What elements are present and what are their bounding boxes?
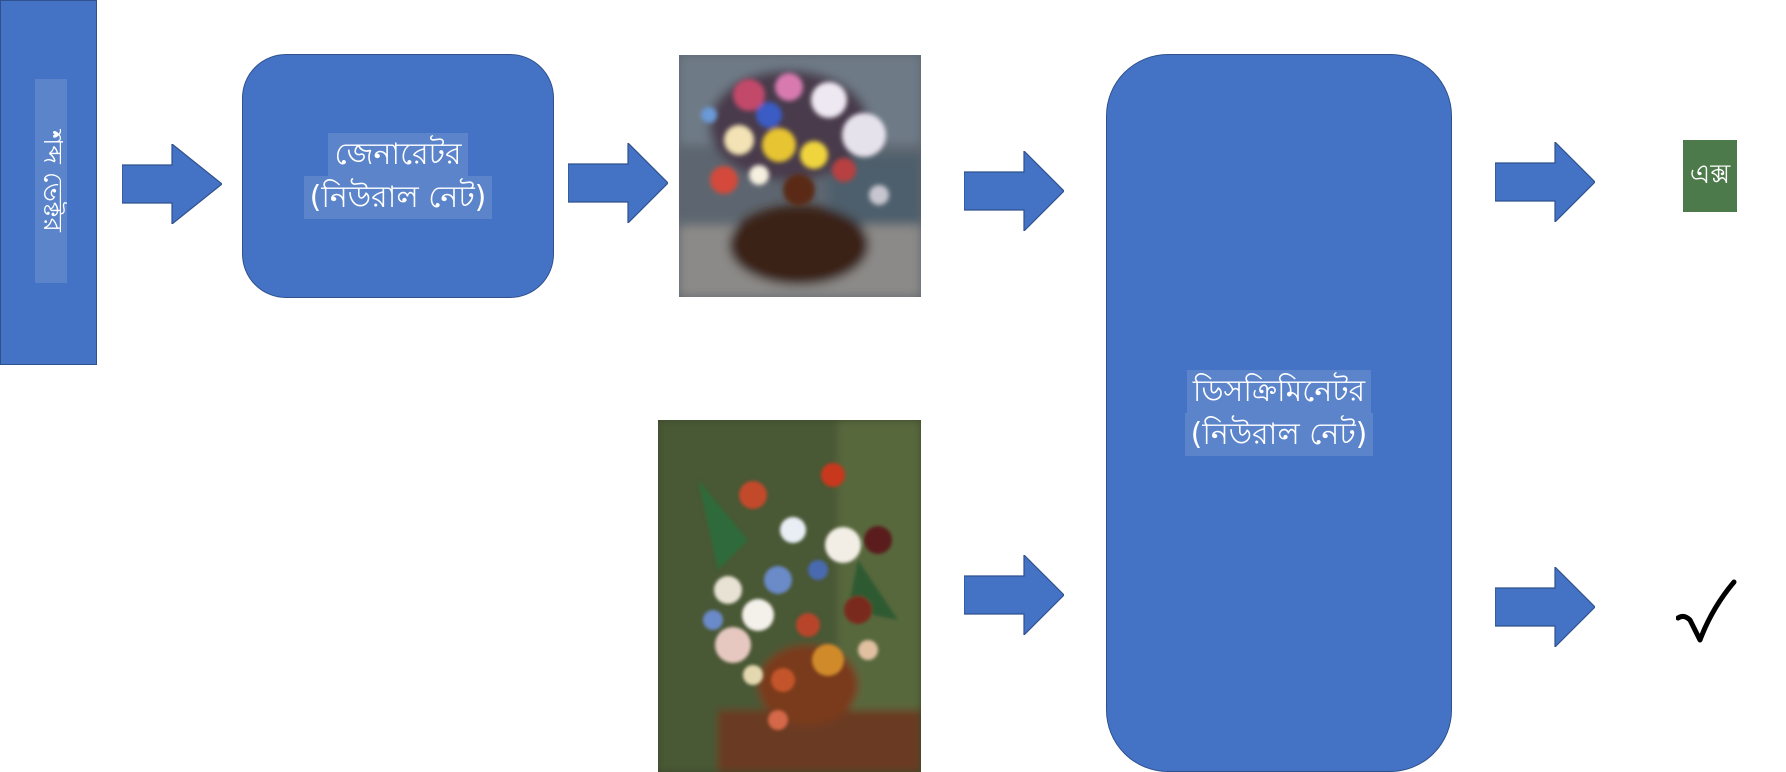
arrow-real-to-discriminator-icon — [964, 555, 1064, 635]
fake-output-badge: এক্স — [1683, 140, 1737, 212]
discriminator-box: ডিসক্রিমিনেটর (নিউরাল নেট) — [1106, 54, 1452, 772]
noise-vector-box: শব্দ ভেক্টর — [0, 0, 97, 365]
arrow-to-fake-output-icon — [1495, 142, 1595, 222]
arrow-generator-to-image-icon — [568, 143, 668, 223]
discriminator-title: ডিসক্রিমিনেটর — [1186, 370, 1372, 413]
fake-output-label: এক্স — [1689, 158, 1731, 190]
real-image — [658, 420, 921, 772]
arrow-noise-to-generator-icon — [122, 144, 222, 224]
arrow-to-real-output-icon — [1495, 567, 1595, 647]
generated-flower-painting-icon — [679, 55, 921, 297]
discriminator-subtitle: (নিউরাল নেট) — [1184, 413, 1374, 456]
generator-title: জেনারেটর — [328, 133, 468, 176]
noise-vector-label: শব্দ ভেক্টর — [37, 130, 67, 232]
generator-subtitle: (নিউরাল নেট) — [303, 176, 493, 219]
generated-image — [679, 55, 921, 297]
generator-box: জেনারেটর (নিউরাল নেট) — [242, 54, 554, 298]
arrow-generated-to-discriminator-icon — [964, 151, 1064, 231]
real-flower-painting-icon — [658, 420, 921, 772]
noise-vector-label-bg: শব্দ ভেক্টর — [35, 79, 67, 283]
checkmark-icon — [1676, 579, 1737, 643]
